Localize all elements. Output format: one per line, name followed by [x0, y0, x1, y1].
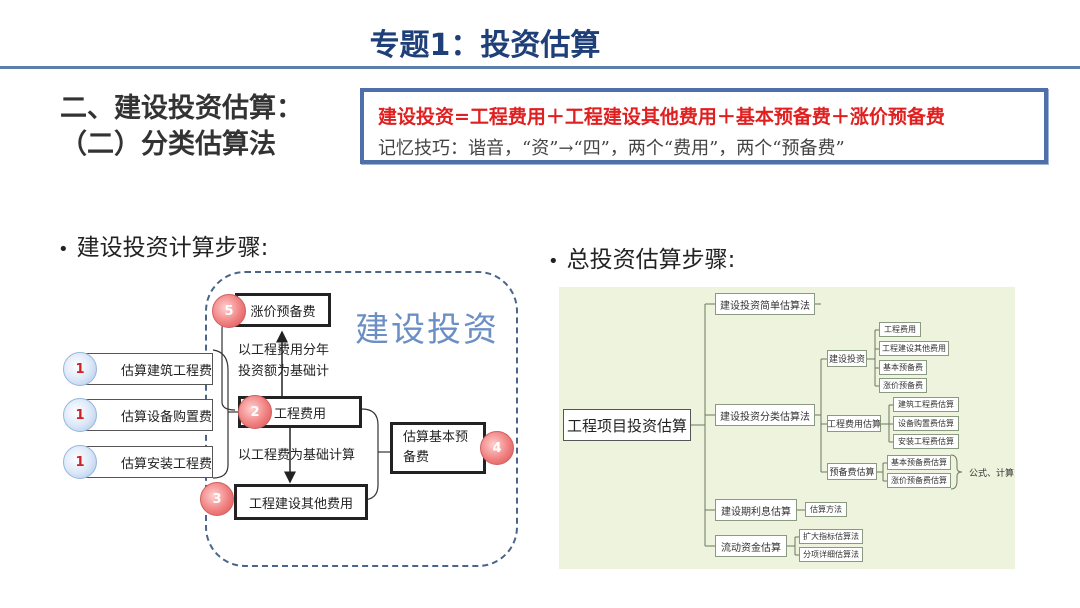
bullet-left-text: 建设投资计算步骤:: [76, 235, 269, 261]
mindmap-leaf: 工程建设其他费用: [879, 341, 949, 356]
step-badge-5: 5: [212, 294, 246, 328]
note-lower: 以工程费为基础计算: [238, 448, 356, 463]
frame-label: 建设投资: [355, 310, 499, 350]
mindmap-node-interest: 建设期利息估算: [715, 499, 797, 521]
page-title: 专题1：投资估算: [369, 28, 601, 63]
mindmap-leaf: 基本预备费估算: [887, 455, 951, 470]
mindmap-leaf: 分项详细估算法: [799, 547, 863, 562]
step-box-price-reserve: 涨价预备费: [235, 293, 331, 327]
bullet-right-text: 总投资估算步骤:: [566, 247, 736, 273]
section-heading: 二、建设投资估算：: [60, 93, 303, 124]
mindmap-connectors: [691, 303, 963, 556]
mindmap-leaf: 安装工程费估算: [893, 434, 959, 449]
mindmap-leaf: 估算方法: [805, 502, 847, 517]
mindmap-leaf: 工程费用: [879, 322, 921, 337]
mindmap-node-simple-method: 建设投资简单估算法: [715, 293, 815, 315]
step-badge-1: 1: [63, 398, 97, 432]
bullet-dot-icon: •: [58, 239, 69, 260]
mindmap-node-reserve-estimate: 预备费估算: [827, 463, 877, 480]
input-box-label: 估算建筑工程费: [121, 363, 213, 379]
step-box-other-costs: 工程建设其他费用: [234, 484, 368, 520]
mindmap-root: 工程项目投资估算: [563, 409, 691, 441]
step-badge-1: 1: [63, 445, 97, 479]
step-box-label: 工程费用: [273, 406, 326, 422]
step-badge-1: 1: [63, 352, 97, 386]
mindmap-node-engineering-estimate: 工程费用估算: [827, 415, 881, 432]
bullet-left: • 建设投资计算步骤:: [58, 228, 268, 262]
step-badge-2: 2: [238, 395, 272, 429]
mindmap-leaf: 基本预备费: [879, 360, 927, 375]
formula-main: 建设投资=工程费用＋工程建设其他费用＋基本预备费＋涨价预备费: [378, 106, 945, 128]
bullet-right: • 总投资估算步骤:: [548, 240, 735, 274]
formula-memory-tip: 记忆技巧：谐音，“资”→“四”，两个“费用”，两个“预备费”: [378, 138, 845, 159]
subsection-heading: （二）分类估算法: [60, 129, 276, 160]
input-box-building: 估算建筑工程费: [80, 353, 213, 385]
mindmap-leaf: 涨价预备费: [879, 378, 927, 393]
input-box-label: 估算安装工程费: [121, 456, 213, 472]
mindmap-leaf: 扩大指标估算法: [799, 529, 863, 544]
step-box-basic-reserve: 估算基本预备费: [390, 422, 486, 474]
step-badge-4: 4: [480, 431, 514, 465]
note-upper-1: 以工程费用分年: [238, 343, 330, 358]
mindmap-node-working-capital: 流动资金估算: [715, 535, 787, 557]
step-badge-3: 3: [200, 482, 234, 516]
mindmap-node-investment: 建设投资: [827, 350, 867, 367]
formula-box: 建设投资=工程费用＋工程建设其他费用＋基本预备费＋涨价预备费 记忆技巧：谐音，“…: [360, 88, 1048, 164]
step-box-label: 涨价预备费: [250, 304, 316, 320]
note-upper-2: 投资额为基础计: [238, 364, 330, 379]
input-box-equipment: 估算设备购置费: [80, 399, 213, 431]
mindmap-leaf: 涨价预备费估算: [887, 473, 951, 488]
input-box-label: 估算设备购置费: [121, 409, 213, 425]
investment-mindmap: 工程项目投资估算 建设投资简单估算法 建设投资分类估算法 建设期利息估算 流动资…: [559, 287, 1015, 569]
bullet-dot-icon: •: [548, 251, 559, 272]
step-box-label: 估算基本预备费: [403, 430, 469, 465]
mindmap-node-classified-method: 建设投资分类估算法: [715, 404, 815, 426]
mindmap-leaf: 设备购置费估算: [893, 416, 959, 431]
title-divider: [0, 66, 1080, 69]
input-box-installation: 估算安装工程费: [80, 446, 213, 478]
mindmap-leaf: 建筑工程费估算: [893, 397, 959, 412]
mindmap-reserve-note: 公式、计算: [969, 469, 1015, 479]
step-box-label: 工程建设其他费用: [248, 496, 353, 512]
